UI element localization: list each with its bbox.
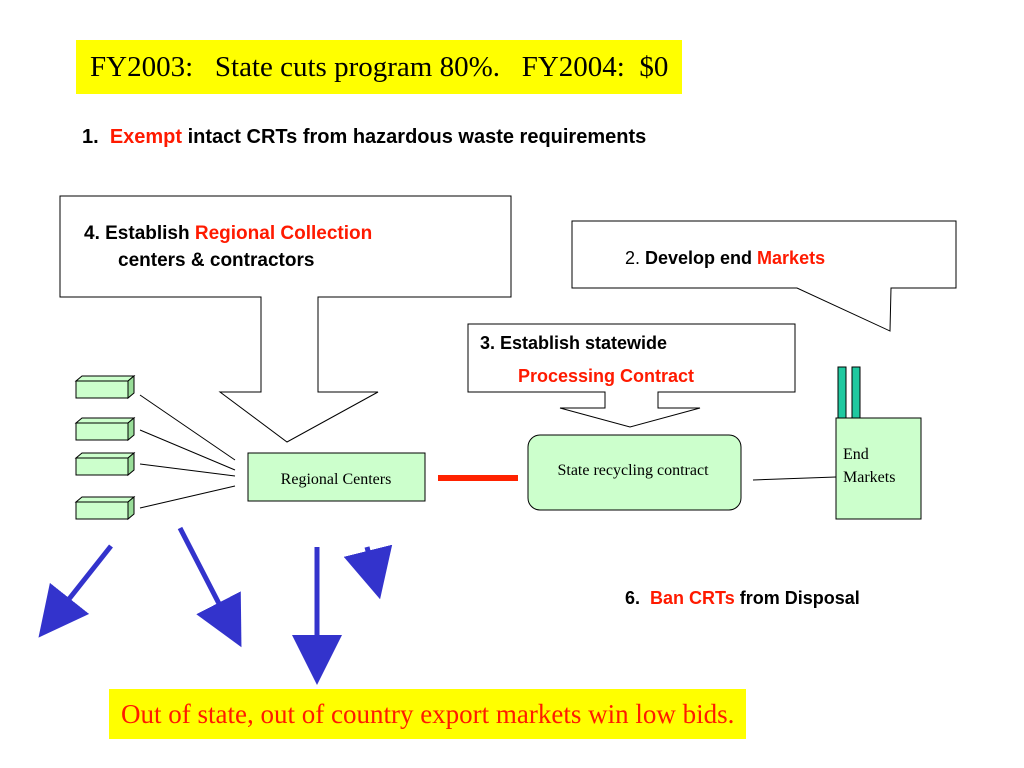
step-4-text: 4. Establish Regional Collection <box>84 223 372 244</box>
state-recycling-label: State recycling contract <box>557 462 709 479</box>
end-markets-line2: Markets <box>843 469 895 486</box>
export-arrow-4 <box>343 544 393 600</box>
end-markets-box <box>835 417 922 520</box>
export-arrow-1 <box>38 544 113 638</box>
step-3-highlight: Processing Contract <box>518 366 694 386</box>
step-6-text: from Disposal <box>739 588 860 608</box>
step-1-number: 1. <box>82 126 99 148</box>
footer-banner: Out of state, out of country export mark… <box>109 689 747 739</box>
end-markets-callout <box>571 220 957 332</box>
step-1-label: 1. Exempt intact CRTs from hazardous was… <box>82 126 646 149</box>
source-box-2 <box>74 416 136 442</box>
regional-centers-label: Regional Centers <box>281 471 392 488</box>
export-arrows <box>38 526 393 685</box>
end-markets-bar-1 <box>837 366 847 420</box>
source-box-3 <box>74 451 136 477</box>
source-connectors <box>139 394 236 509</box>
step-2-text: 2. Develop end Markets <box>625 248 825 268</box>
step-1-highlight: Exempt <box>109 126 183 148</box>
source-box-1 <box>74 374 136 400</box>
headline-banner: FY2003: State cuts program 80%. FY2004: … <box>76 40 683 94</box>
step-1-text: intact CRTs from hazardous waste require… <box>187 126 647 148</box>
regional-centers-box <box>247 452 426 502</box>
processing-contract-callout <box>467 323 796 428</box>
regional-collection-callout <box>59 195 512 443</box>
step-6-label: 6. Ban CRTs from Disposal <box>625 588 860 609</box>
state-recycling-box <box>527 434 742 511</box>
end-markets-connector <box>752 476 837 481</box>
export-arrow-2 <box>177 526 242 648</box>
step-6-number: 6. <box>625 588 641 608</box>
step-3-line1: 3. Establish statewide <box>480 333 667 353</box>
end-markets-bar-2 <box>851 366 861 420</box>
source-box-4 <box>74 495 136 521</box>
step-4-line2: centers & contractors <box>118 250 314 271</box>
end-markets-line1: End <box>843 446 869 463</box>
step-6-highlight: Ban CRTs <box>650 588 735 608</box>
